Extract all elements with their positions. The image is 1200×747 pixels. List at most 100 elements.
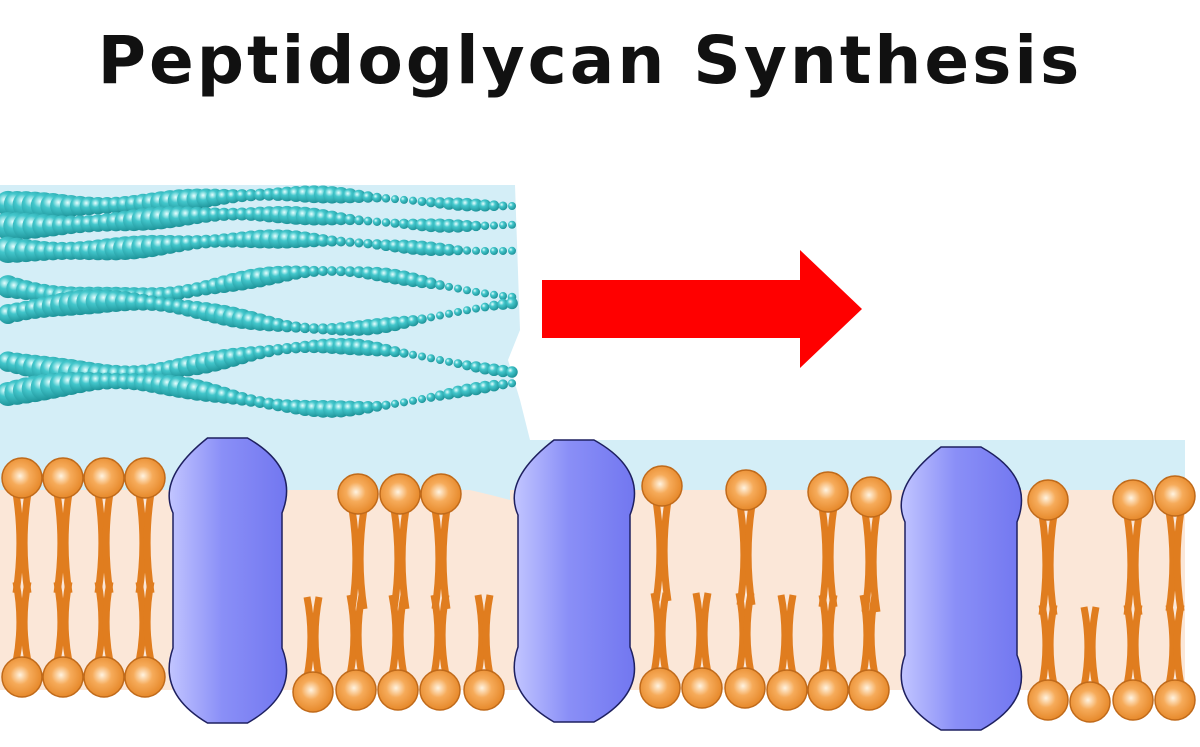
lipid-head: [124, 656, 166, 698]
lipid-tail: [692, 592, 704, 674]
peptidoglycan-bead: [487, 363, 501, 377]
lipid-head: [724, 667, 766, 709]
peptidoglycan-bead: [417, 314, 427, 324]
lipid-head: [1154, 679, 1196, 721]
lipid-tail: [94, 492, 106, 594]
peptidoglycan-bead: [381, 218, 391, 227]
peptidoglycan-bead: [508, 201, 516, 210]
peptidoglycan-bead: [498, 379, 508, 390]
lipid-head: [377, 669, 419, 711]
lipid-tail: [311, 596, 323, 678]
peptidoglycan-bead: [418, 352, 426, 361]
peptidoglycan-bead: [399, 348, 409, 358]
peptidoglycan-bead: [345, 237, 355, 247]
peptidoglycan-bead: [462, 246, 472, 255]
peptidoglycan-bead: [499, 291, 507, 300]
lipid-tail: [396, 594, 408, 676]
membrane-protein: [168, 437, 288, 724]
peptidoglycan-bead: [443, 243, 455, 256]
membrane-proteins: [168, 437, 1023, 731]
lipid-head: [807, 669, 849, 711]
lipid-tail: [1038, 604, 1050, 686]
peptidoglycan-bead: [317, 323, 329, 335]
lipid-tail: [743, 592, 755, 674]
peptidoglycan-bead: [407, 315, 419, 327]
lipid-tail: [20, 492, 32, 594]
peptidoglycan-bead: [254, 396, 266, 409]
lipid-head: [419, 669, 461, 711]
peptidoglycan-bead: [417, 196, 427, 206]
lipid-tail: [303, 596, 315, 678]
peptidoglycan-bead: [336, 266, 346, 277]
peptidoglycan-bead: [435, 280, 445, 290]
lipid-head: [42, 457, 84, 499]
lipid-head: [42, 656, 84, 698]
peptidoglycan-bead: [425, 277, 437, 290]
peptidoglycan-bead: [363, 238, 373, 249]
lipid-tail: [431, 508, 443, 610]
peptidoglycan-bead: [436, 356, 444, 365]
peptidoglycan-bead: [397, 315, 411, 329]
lipid-head: [1, 457, 43, 499]
lipid-tail: [658, 592, 670, 674]
peptidoglycan-bead: [461, 360, 473, 371]
lipid-tail: [439, 508, 451, 610]
lipid-tail: [652, 500, 664, 602]
lipid-head: [124, 457, 166, 499]
peptidoglycan-bead: [407, 218, 419, 231]
peptidoglycan-bead: [308, 265, 320, 277]
peptidoglycan-bead: [334, 212, 348, 226]
peptidoglycan-bead: [325, 322, 339, 336]
peptidoglycan-bead: [444, 282, 454, 291]
peptidoglycan-bead: [452, 245, 464, 256]
peptidoglycan-bead: [488, 300, 500, 311]
peptidoglycan-bead: [506, 366, 518, 378]
peptidoglycan-bead: [460, 219, 474, 233]
lipid-head: [850, 476, 892, 518]
peptidoglycan-bead: [381, 400, 391, 410]
peptidoglycan-bead: [217, 207, 231, 221]
peptidoglycan-bead: [391, 195, 399, 204]
lipid-head: [848, 669, 890, 711]
lipid-tail: [356, 508, 368, 610]
peptidoglycan-bead: [480, 221, 490, 231]
lipid-tail: [354, 594, 366, 676]
lipid-head: [1, 656, 43, 698]
lipid-head: [1112, 679, 1154, 721]
lipid-head: [463, 669, 505, 711]
lipid-tail: [1080, 606, 1092, 688]
peptidoglycan-bead: [390, 218, 400, 228]
lipid-head: [1027, 479, 1069, 521]
lipid-head: [420, 473, 462, 515]
lipid-tail: [12, 581, 24, 663]
peptidoglycan-bead: [409, 396, 417, 405]
peptidoglycan-bead: [389, 346, 401, 358]
peptidoglycan-bead: [290, 341, 302, 354]
peptidoglycan-bead: [478, 199, 492, 212]
peptidoglycan-bead: [326, 235, 338, 247]
lipid-head: [292, 671, 334, 713]
peptidoglycan-bead: [244, 189, 258, 202]
lipid-tail: [1123, 514, 1135, 616]
peptidoglycan-bead: [381, 194, 391, 203]
peptidoglycan-bead: [436, 311, 444, 320]
peptidoglycan-bead: [453, 359, 463, 369]
lipid-tail: [388, 594, 400, 676]
lipid-tail: [1038, 514, 1050, 616]
peptidoglycan-bead: [451, 219, 465, 233]
lipid-head: [639, 667, 681, 709]
peptidoglycan-bead: [426, 392, 436, 402]
peptidoglycan-bead: [463, 306, 471, 315]
lipid-tail: [1131, 604, 1143, 686]
peptidoglycan-bead: [298, 265, 312, 279]
lipid-head: [83, 656, 125, 698]
lipid-tail: [143, 581, 155, 663]
peptidoglycan-bead: [490, 221, 498, 230]
peptidoglycan-bead: [499, 221, 507, 230]
peptidoglycan-bead: [472, 246, 480, 255]
peptidoglycan-bead: [244, 394, 258, 407]
peptidoglycan-bead: [470, 220, 482, 232]
peptidoglycan-bead: [362, 191, 374, 203]
peptidoglycan-bead: [409, 350, 417, 359]
peptidoglycan-bead: [371, 239, 383, 250]
